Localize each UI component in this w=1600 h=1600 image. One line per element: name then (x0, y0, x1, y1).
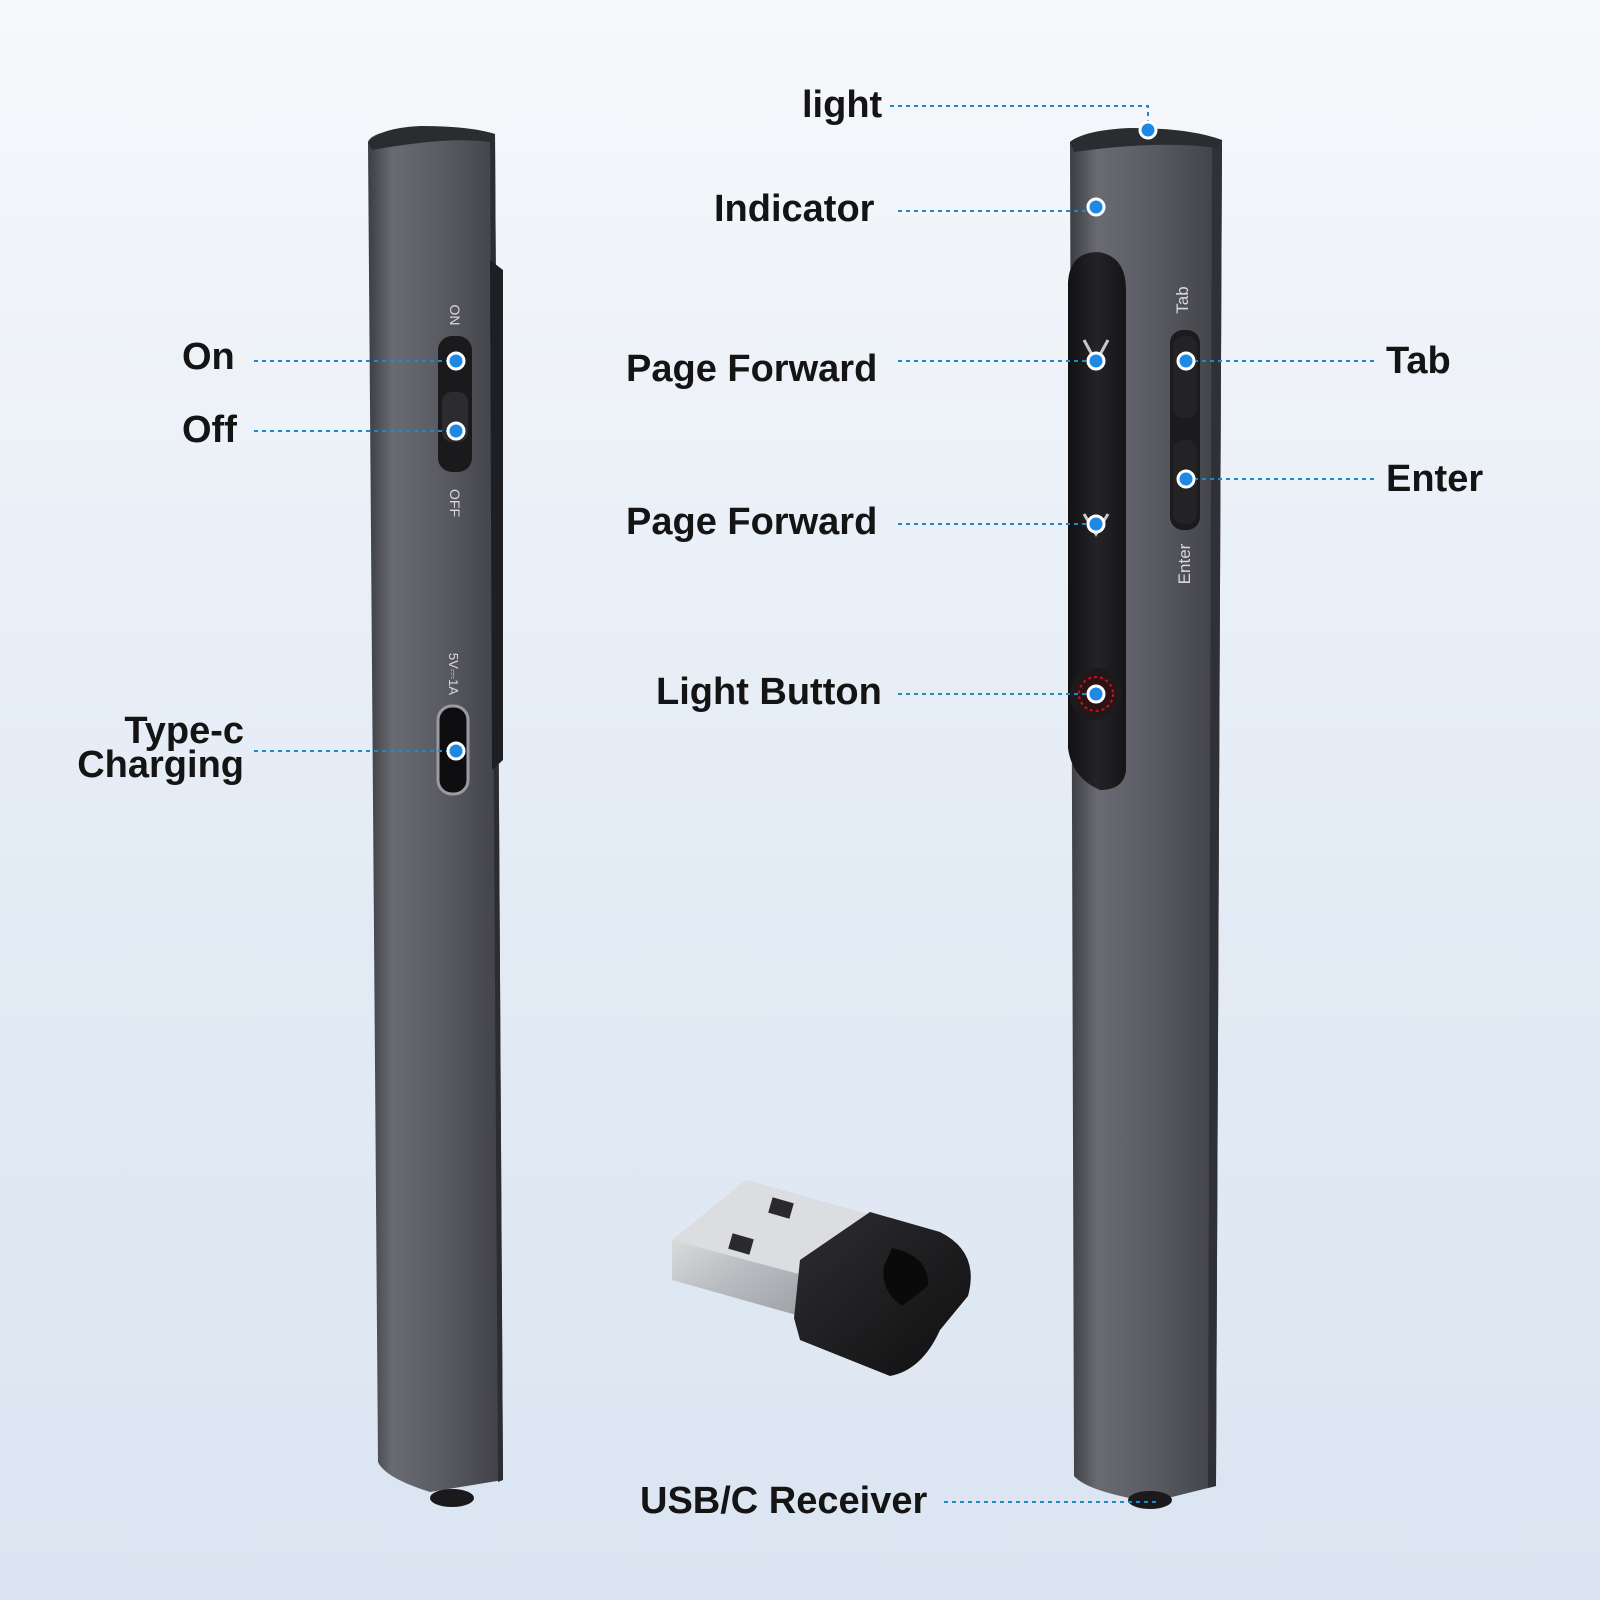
dot-off (446, 421, 466, 441)
usb-slot-2 (728, 1233, 754, 1255)
callout-lines (254, 105, 1378, 1503)
right-pointer: Tab Enter (1068, 128, 1222, 1509)
label-light: light (802, 84, 883, 126)
left-pointer: ON OFF 5V⎓1A (368, 126, 503, 1507)
dot-on (446, 351, 466, 371)
label-type-c-line2: Charging (77, 744, 244, 786)
dot-enter (1176, 469, 1196, 489)
left-pointer-foot (430, 1489, 474, 1507)
label-indicator: Indicator (714, 188, 875, 230)
dot-page-forward-bottom (1086, 514, 1106, 534)
label-page-forward-bottom: Page Forward (626, 501, 878, 543)
right-pointer-cap (1070, 128, 1222, 152)
engraved-off: OFF (447, 489, 463, 517)
left-pointer-cap (368, 126, 495, 150)
right-pointer-foot (1128, 1491, 1172, 1509)
engraved-on: ON (447, 305, 463, 326)
usb-receiver (672, 1180, 971, 1376)
label-usb-receiver: USB/C Receiver (640, 1480, 928, 1522)
laser-icon (1078, 676, 1114, 712)
dot-light-button (1086, 684, 1106, 704)
label-page-forward-top: Page Forward (626, 348, 878, 390)
label-tab: Tab (1386, 340, 1451, 382)
usb-cap-notch (883, 1248, 929, 1306)
engraved-enter: Enter (1175, 543, 1194, 584)
usb-black-cap (794, 1212, 971, 1376)
label-off: Off (182, 409, 237, 451)
right-pointer-side (1208, 140, 1222, 1488)
engraved-tab: Tab (1173, 286, 1192, 313)
label-light-button: Light Button (656, 671, 882, 713)
dot-indicator (1086, 197, 1106, 217)
dot-type-c (446, 741, 466, 761)
left-pointer-body (368, 128, 503, 1492)
dot-light (1138, 120, 1158, 140)
engraved-power-rating: 5V⎓1A (446, 653, 461, 696)
callout-dots (446, 120, 1196, 761)
label-type-c-line1: Type-c (124, 710, 244, 752)
usb-slot-1 (768, 1197, 794, 1219)
label-on: On (182, 336, 235, 378)
label-type-c: Type-c Charging (60, 710, 244, 786)
dot-page-forward-top (1086, 351, 1106, 371)
line-light (890, 105, 1149, 130)
tab-button[interactable] (1173, 336, 1197, 418)
dot-tab (1176, 351, 1196, 371)
label-enter: Enter (1386, 458, 1484, 500)
left-pointer-rear-edge (490, 260, 503, 770)
